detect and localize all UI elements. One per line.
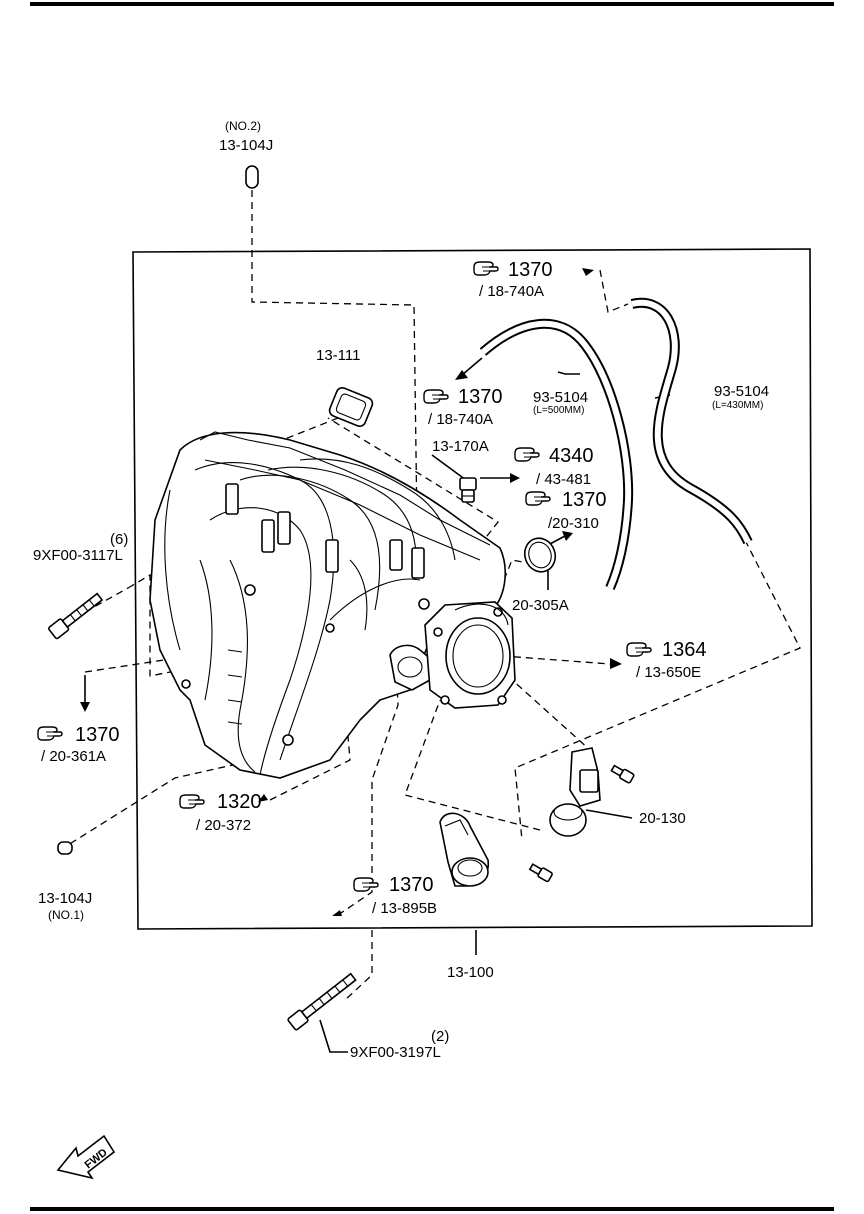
gasket-label: 13-111 xyxy=(316,347,360,364)
intake-manifold xyxy=(149,431,506,779)
callout-1320-ref: 1320 xyxy=(217,791,262,813)
callout-1370-left-sub: / 20-361A xyxy=(41,748,106,765)
callout-1370-mid-ref: 1370 xyxy=(458,386,503,408)
hand-icon xyxy=(473,261,499,276)
bolt-9xf00-3117l xyxy=(48,592,104,640)
bolt-bottom-qty: (2) xyxy=(431,1028,449,1045)
hand-icon xyxy=(423,389,449,404)
o-ring-20-305A xyxy=(523,537,557,573)
assembly-boundary xyxy=(132,248,813,930)
callout-1370-mid-sub: / 18-740A xyxy=(428,411,493,428)
plug-top xyxy=(245,165,259,189)
callout-1370-bottom-sub: / 13-895B xyxy=(372,900,437,917)
hand-icon xyxy=(353,877,379,892)
hand-icon xyxy=(179,794,205,809)
callout-4340-ref: 4340 xyxy=(549,445,594,467)
hose-500mm xyxy=(479,318,634,591)
hand-icon xyxy=(37,726,63,741)
throttle-body xyxy=(424,601,516,709)
sensor-13-170A xyxy=(459,477,477,503)
callout-1364-sub: / 13-650E xyxy=(636,664,701,681)
hose-2-num: 93-5104 xyxy=(714,383,769,400)
callout-1364-ref: 1364 xyxy=(662,639,707,661)
assembly-label: 13-100 xyxy=(447,964,494,981)
hose-430mm xyxy=(630,297,753,545)
plug-bottom xyxy=(57,841,73,855)
hose-2-len: (L=430MM) xyxy=(712,400,763,411)
no1-note: (NO.1) xyxy=(48,908,84,922)
bolt-9xf00-3197l xyxy=(287,972,357,1031)
callout-1370-top-ref: 1370 xyxy=(508,259,553,281)
no2-note: (NO.2) xyxy=(225,119,261,133)
hand-icon xyxy=(514,447,540,462)
oring-label: 20-305A xyxy=(512,597,569,614)
bolt-left-qty: (6) xyxy=(110,531,128,548)
callout-1370-top-sub: / 18-740A xyxy=(479,283,544,300)
fwd-arrow: FWD xyxy=(56,1134,116,1180)
hose-1-len: (L=500MM) xyxy=(533,405,584,416)
gasket-13-111 xyxy=(328,386,374,428)
callout-1370-bottom-ref: 1370 xyxy=(389,874,434,896)
plug-bottom-label: 13-104J xyxy=(38,890,92,907)
hose-1-num: 93-5104 xyxy=(533,389,588,406)
bolt-left-label: 9XF00-3117L xyxy=(33,547,123,564)
bolt-bottom-label: 9XF00-3197L xyxy=(350,1044,441,1061)
callout-1370-left-ref: 1370 xyxy=(75,724,120,746)
hand-icon xyxy=(626,642,652,657)
callout-1370-right-ref: 1370 xyxy=(562,489,607,511)
callout-1370-right-sub: /20-310 xyxy=(548,515,599,532)
sensor-label: 13-170A xyxy=(432,438,489,455)
sensor-bottom xyxy=(439,812,553,887)
hand-icon xyxy=(525,491,551,506)
callout-4340-sub: / 43-481 xyxy=(536,471,591,488)
plug-top-label: 13-104J xyxy=(219,137,273,154)
valve-label: 20-130 xyxy=(639,810,686,827)
valve-20-130 xyxy=(549,747,635,837)
callout-1320-sub: / 20-372 xyxy=(196,817,251,834)
